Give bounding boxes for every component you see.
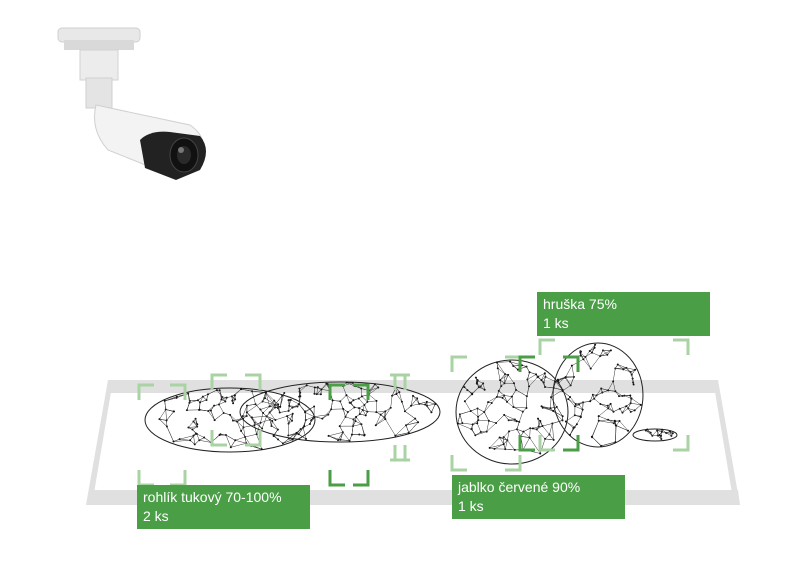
bracket-roll-3 [328, 470, 345, 487]
bracket-apple-1 [450, 455, 467, 472]
bracket-roll-3 [328, 383, 345, 400]
bracket-roll-1 [137, 383, 154, 400]
bracket-roll-4 [390, 373, 407, 390]
bracket-apple-2 [518, 355, 535, 372]
apple-wireframe [455, 359, 569, 465]
bracket-roll-1 [170, 470, 187, 487]
bracket-pear [673, 435, 690, 452]
roll-wireframe [239, 381, 441, 443]
bracket-roll-2 [210, 430, 227, 447]
detection-label-pear: hruška 75% 1 ks [537, 292, 710, 336]
bracket-roll-4 [393, 445, 410, 462]
bracket-pear [538, 338, 555, 355]
detection-name: rohlík tukový 70-100% [143, 489, 282, 505]
bracket-pear [673, 338, 690, 355]
bracket-apple-1 [505, 455, 522, 472]
detection-count: 1 ks [543, 315, 569, 331]
bracket-apple-2 [518, 435, 535, 452]
bracket-roll-3 [353, 470, 370, 487]
pear-stem-wireframe [632, 428, 678, 442]
detection-label-roll: rohlík tukový 70-100% 2 ks [137, 485, 310, 529]
roll-wireframe [144, 387, 316, 453]
security-camera-icon [57, 27, 206, 180]
detection-name: jablko červené 90% [458, 479, 581, 495]
bracket-roll-2 [245, 430, 262, 447]
detection-label-apple: jablko červené 90% 1 ks [452, 475, 625, 519]
pear-wireframe [552, 342, 644, 448]
bracket-roll-1 [137, 470, 154, 487]
detection-count: 2 ks [143, 508, 169, 524]
bracket-pear [538, 435, 555, 452]
detection-name: hruška 75% [543, 296, 617, 312]
bracket-roll-3 [353, 383, 370, 400]
bracket-apple-2 [563, 355, 580, 372]
bracket-roll-2 [210, 373, 227, 390]
detection-count: 1 ks [458, 498, 484, 514]
bracket-roll-2 [245, 373, 262, 390]
bracket-roll-1 [170, 383, 187, 400]
bracket-roll-4 [390, 445, 407, 462]
bracket-apple-2 [563, 435, 580, 452]
bracket-apple-1 [450, 355, 467, 372]
detection-brackets [137, 338, 690, 487]
wireframe-meshes [144, 342, 678, 465]
